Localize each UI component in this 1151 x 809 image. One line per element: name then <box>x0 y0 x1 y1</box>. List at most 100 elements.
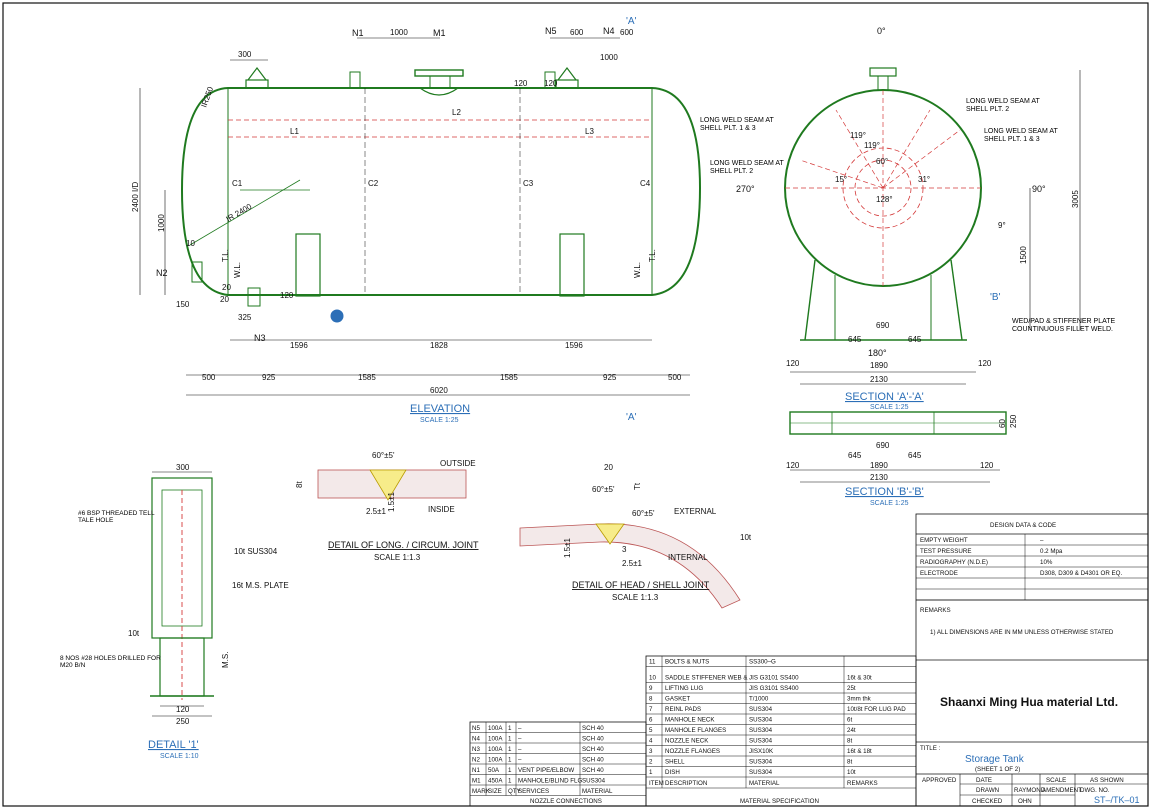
dim-1500: 1500 <box>1019 246 1028 264</box>
material-cell: 9 <box>649 685 653 692</box>
material-cell: DISH <box>665 769 680 776</box>
drawing-number: ST–/TK–01 <box>1094 795 1140 805</box>
design-value: 0.2 Mpa <box>1040 548 1063 555</box>
material-cell: SUS304 <box>749 759 773 766</box>
nozzle-cell: M1 <box>472 778 481 785</box>
company-name: Shaanxi Ming Hua material Ltd. <box>940 695 1118 709</box>
elevation-view: N1 M1 N5 N4 N2 N3 300 1000 600 600 1000 … <box>131 16 702 424</box>
long-scale: SCALE 1:1.3 <box>374 553 421 562</box>
detail1-dim-250: 250 <box>176 717 190 726</box>
angle-180: 180° <box>868 348 887 358</box>
material-cell: 3 <box>649 748 653 755</box>
drawn-by: RAYMOND <box>1014 787 1046 794</box>
label-tl-right: T.L. <box>648 249 657 262</box>
note-weld-seam-4: LONG WELD SEAM AT SHELL PLT. 1 & 3 <box>984 128 1058 143</box>
detail1-note-tell-tale: #6 BSP THREADED TELL TALE HOLE <box>78 510 155 524</box>
long-1-5: 1.5±1 <box>387 491 396 512</box>
design-value: 10% <box>1040 559 1053 566</box>
nozzle-cell: 100A <box>488 725 503 732</box>
dim-120b: 120 <box>978 359 992 368</box>
note-weld-seam-1: LONG WELD SEAM AT SHELL PLT. 1 & 3 <box>700 117 774 132</box>
design-table-title: DESIGN DATA & CODE <box>990 522 1056 529</box>
material-cell: JISX10K <box>749 748 774 755</box>
bb-dim-645b: 645 <box>908 451 922 460</box>
dim-1585a: 1585 <box>358 373 376 382</box>
dim-top-1000b: 1000 <box>600 53 618 62</box>
bb-dim-250: 250 <box>1009 414 1018 428</box>
dim-1828: 1828 <box>430 341 448 350</box>
label-10: 10 <box>186 239 195 248</box>
nozzle-mark-m1: M1 <box>433 28 446 38</box>
nozzle-cell: – <box>518 725 522 732</box>
material-cell: 10 <box>649 675 656 682</box>
dim-500b: 500 <box>668 373 682 382</box>
material-cell: 11 <box>649 659 656 666</box>
amendment-label: AMENDMENT <box>1042 787 1082 794</box>
label-20a: 20 <box>220 295 229 304</box>
dim-645b: 645 <box>908 335 922 344</box>
material-cell: SHELL <box>665 759 685 766</box>
material-cell: REINL PADS <box>665 706 701 713</box>
nozzle-cell: SUS304 <box>582 778 606 785</box>
detail-head-joint-view: 20 60°±5' 60°±5' EXTERNAL INTERNAL 10t 3… <box>519 463 752 609</box>
material-cell: 5 <box>649 727 653 734</box>
material-cell: 24t <box>847 727 856 734</box>
bb-dim-645a: 645 <box>848 451 862 460</box>
detail1-note-10t-b: 10t <box>128 629 140 638</box>
design-label: TEST PRESSURE <box>920 548 971 555</box>
nozzle-cell: SCH 40 <box>582 736 604 743</box>
dim-top-1000: 1000 <box>390 28 408 37</box>
section-mark-a-top: 'A' <box>626 16 637 27</box>
material-cell: 1 <box>649 769 653 776</box>
section-bb-title: SECTION 'B'-'B' <box>845 486 924 498</box>
angle-270: 270° <box>736 184 755 194</box>
note-weld-seam-3: LONG WELD SEAM AT SHELL PLT. 2 <box>966 98 1040 113</box>
section-aa-scale: SCALE 1:25 <box>870 404 909 411</box>
bb-dim-120a: 120 <box>786 461 800 470</box>
material-table-title: MATERIAL SPECIFICATION <box>740 798 819 805</box>
material-cell: MANHOLE NECK <box>665 717 715 724</box>
dim-120a: 120 <box>786 359 800 368</box>
label-l1: L1 <box>290 127 299 136</box>
head-2-5: 2.5±1 <box>622 559 643 568</box>
section-aa-title: SECTION 'A'-'A' <box>845 391 924 403</box>
elevation-scale: SCALE 1:25 <box>420 417 459 424</box>
angle-0: 0° <box>877 26 886 36</box>
nozzle-cell: SIZE <box>488 788 502 795</box>
dim-overall-6020: 6020 <box>430 386 448 395</box>
nozzle-mark-n2: N2 <box>156 268 168 278</box>
design-label: RADIOGRAPHY (N.D.E) <box>920 559 988 566</box>
approved-label: APPROVED <box>922 777 957 784</box>
material-cell: 2 <box>649 759 653 766</box>
dim-3005: 3005 <box>1071 190 1080 208</box>
detail1-dim-120: 120 <box>176 705 190 714</box>
label-ir2400: IR 2400 <box>225 202 254 224</box>
dim-925b: 925 <box>603 373 617 382</box>
nozzle-cell: 1 <box>508 736 512 743</box>
nozzle-cell: SERVICES <box>518 788 549 795</box>
head-angle-b: 60°±5' <box>632 509 655 518</box>
section-bb-view: 690 645 645 1890 2130 120 120 250 60 SEC… <box>786 411 1018 507</box>
angle-60: 60° <box>876 157 888 166</box>
label-2400id: 2400 I/D <box>131 182 140 212</box>
head-3: 3 <box>622 545 627 554</box>
design-label: EMPTY WEIGHT <box>920 537 968 544</box>
nozzle-cell: N4 <box>472 736 480 743</box>
long-2-5: 2.5±1 <box>366 507 387 516</box>
material-cell: 4 <box>649 738 653 745</box>
dim-top-120: 120 <box>514 79 528 88</box>
material-cell: 3mm thk <box>847 696 872 703</box>
long-angle: 60°±5' <box>372 451 395 460</box>
bb-dim-60: 60 <box>998 419 1007 428</box>
nozzle-cell: 100A <box>488 757 503 764</box>
detail1-dim-300: 300 <box>176 463 190 472</box>
material-cell: 8t <box>847 738 852 745</box>
material-cell: 25t <box>847 685 856 692</box>
material-cell: JIS G3101 SS400 <box>749 675 799 682</box>
nozzle-cell: 1 <box>508 767 512 774</box>
label-ir250: IR250 <box>199 85 215 109</box>
dim-690: 690 <box>876 321 890 330</box>
nozzle-cell: 450A <box>488 778 503 785</box>
material-cell: 7 <box>649 706 653 713</box>
